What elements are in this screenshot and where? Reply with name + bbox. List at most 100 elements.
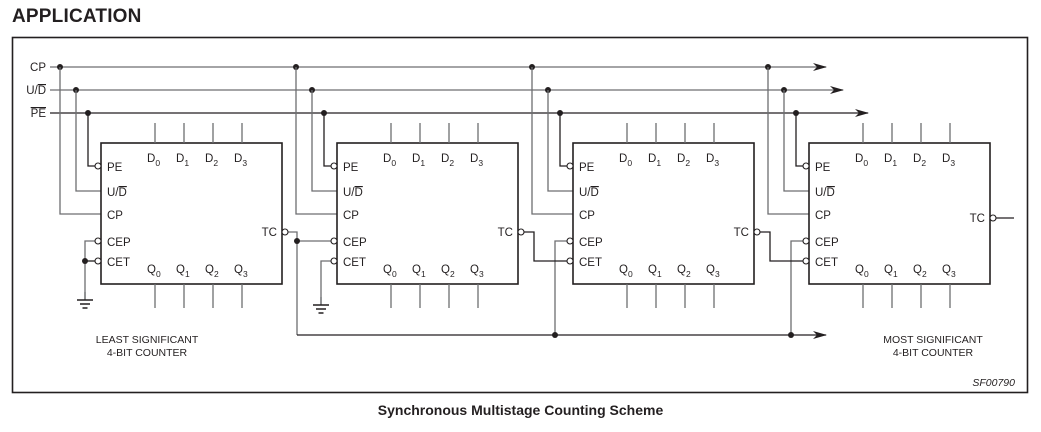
text-part: D (147, 153, 155, 165)
text-part: CP (107, 210, 123, 222)
label-cep: CEP (343, 237, 367, 249)
cep-inversion-bubble (802, 237, 810, 245)
label-q1: Q1 (412, 264, 426, 279)
text-part: D (412, 153, 420, 165)
label-d3: D3 (942, 153, 955, 168)
text-part: U/ (579, 187, 591, 199)
stage-note-3: MOST SIGNIFICANT (883, 334, 983, 346)
cep-bus-junction (788, 332, 794, 338)
text-part: 1 (421, 269, 426, 279)
text-part: 3 (714, 158, 719, 168)
text-part: Q (855, 264, 864, 276)
cet-ground-wire (320, 260, 331, 305)
text-part: 2 (921, 158, 926, 168)
text-part: 2 (449, 158, 454, 168)
text-part: CET (343, 257, 366, 269)
label-d0: D0 (383, 153, 396, 168)
text-part: 1 (185, 269, 190, 279)
counter-box (808, 142, 991, 285)
cet-inversion-bubble (94, 257, 102, 265)
cp-tap-wire (295, 67, 337, 215)
cep-wire (790, 240, 803, 335)
text-part: 1 (656, 158, 661, 168)
text-part: D (355, 187, 363, 199)
text-part: 0 (627, 158, 632, 168)
label-d2: D2 (677, 153, 690, 168)
text-part: 0 (392, 269, 397, 279)
text-part: 3 (242, 158, 247, 168)
pe-inversion-bubble (566, 162, 574, 170)
text-part: CEP (107, 237, 131, 249)
text-part: D (677, 153, 685, 165)
text-part: CET (107, 257, 130, 269)
cep-inversion-bubble (566, 237, 574, 245)
text-part: Q (942, 264, 951, 276)
text-part: 3 (951, 269, 956, 279)
text-part: D (855, 153, 863, 165)
text-part: 3 (950, 158, 955, 168)
cet-inversion-bubble (330, 257, 338, 265)
text-part: D (119, 187, 127, 199)
label-q0: Q0 (147, 264, 161, 279)
tc-to-cet-wire (760, 231, 803, 262)
cep-inversion-bubble (94, 237, 102, 245)
text-part: 4-BIT COUNTER (893, 347, 974, 359)
text-part: CEP (343, 237, 367, 249)
label-d0: D0 (147, 153, 160, 168)
text-part: Q (441, 264, 450, 276)
text-part: 4-BIT COUNTER (107, 347, 188, 359)
tc-output-bubble (517, 228, 525, 236)
cet-junction (82, 258, 88, 264)
label-d2: D2 (913, 153, 926, 168)
text-part: D (648, 153, 656, 165)
text-part: TC (734, 227, 749, 239)
label-cp: CP (107, 210, 123, 222)
text-part: Q (470, 264, 479, 276)
cp-tap-wire (59, 67, 101, 215)
text-part: U/ (107, 187, 119, 199)
text-part: 3 (479, 269, 484, 279)
cep-wire (296, 240, 331, 335)
text-part: U/ (26, 85, 38, 97)
ground-icon (313, 297, 329, 314)
label-ud: U/D (343, 187, 363, 199)
label-d2: D2 (205, 153, 218, 168)
text-part: D (913, 153, 921, 165)
label-d3: D3 (470, 153, 483, 168)
pe-inversion-bubble (802, 162, 810, 170)
text-part: 1 (892, 158, 897, 168)
text-part: TC (498, 227, 513, 239)
label-pe: PE (107, 162, 123, 174)
text-part: 0 (864, 269, 869, 279)
text-part: CP (579, 210, 595, 222)
pe-inversion-bubble (330, 162, 338, 170)
label-q0: Q0 (619, 264, 633, 279)
section-heading: APPLICATION (12, 6, 142, 27)
ground-icon (77, 292, 93, 309)
label-ud: U/D (107, 187, 127, 199)
tc-to-cet-wire (524, 231, 567, 262)
label-cp: CP (815, 210, 831, 222)
text-part: 2 (685, 158, 690, 168)
text-part: CEP (579, 237, 603, 249)
text-part: PE (343, 162, 359, 174)
text-part: Q (648, 264, 657, 276)
label-tc: TC (262, 227, 277, 239)
pe-tap-wire (559, 113, 567, 167)
cet-inversion-bubble (566, 257, 574, 265)
text-part: D (383, 153, 391, 165)
text-part: Q (884, 264, 893, 276)
label-q2: Q2 (441, 264, 455, 279)
label-d0: D0 (619, 153, 632, 168)
text-part: D (619, 153, 627, 165)
counter-box (336, 142, 519, 285)
bus-label-cp: CP (30, 62, 46, 74)
text-part: D (827, 187, 835, 199)
label-d1: D1 (176, 153, 189, 168)
text-part: CET (815, 257, 838, 269)
text-part: TC (262, 227, 277, 239)
text-part: CP (343, 210, 359, 222)
counter-box (100, 142, 283, 285)
pe-tap-wire (87, 113, 95, 167)
label-cep: CEP (579, 237, 603, 249)
